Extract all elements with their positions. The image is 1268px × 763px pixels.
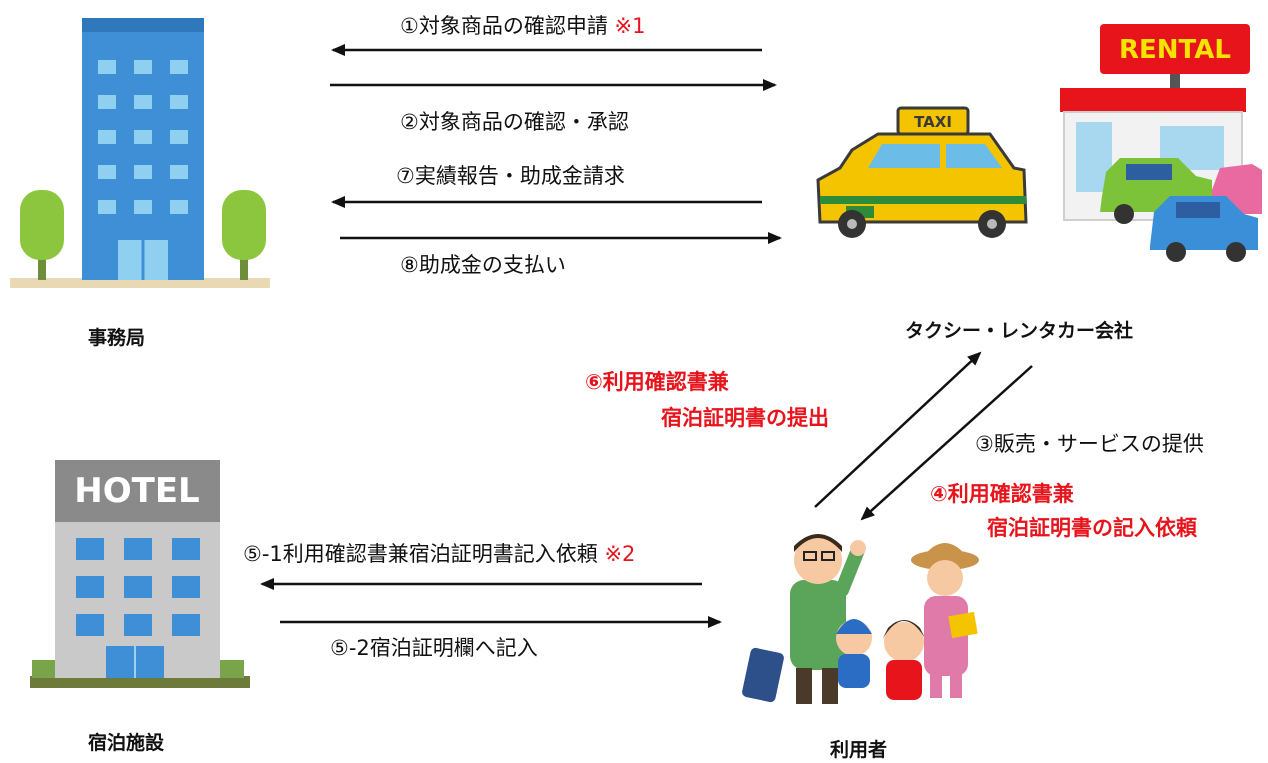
flow-1-note: ※1 [614, 14, 646, 38]
flow-5-2-label: ⑤-2宿泊証明欄へ記入 [330, 636, 538, 660]
flow-4-line1: ④利用確認書兼 [930, 482, 1074, 506]
flow-6-line1: ⑥利用確認書兼 [585, 370, 729, 394]
flow-3-label: ③販売・サービスの提供 [975, 432, 1204, 456]
flow-7-label: ⑦実績報告・助成金請求 [396, 164, 625, 188]
office-building-illustration [10, 18, 270, 288]
arrow-3-to-user [860, 365, 1033, 521]
user-caption: 利用者 [830, 739, 888, 761]
flow-1-label: ①対象商品の確認申請 ※1 [400, 14, 645, 39]
flow-1-text: ①対象商品の確認申請 [400, 14, 608, 38]
taxi-illustration [816, 106, 1028, 238]
flow-8-label: ⑧助成金の支払い [400, 253, 566, 277]
flow-4-line2: 宿泊証明書の記入依頼 [987, 516, 1197, 540]
hotel-illustration [30, 460, 250, 688]
hotel-caption: 宿泊施設 [88, 732, 165, 754]
rental-sign-text: RENTAL [1119, 35, 1231, 65]
company-caption: タクシー・レンタカー会社 [905, 320, 1134, 342]
arrow-6-to-company [814, 351, 982, 508]
office-caption: 事務局 [88, 327, 146, 349]
flow-5-1-note: ※2 [604, 542, 636, 566]
flow-5-1-label: ⑤-1利用確認書兼宿泊証明書記入依頼 ※2 [243, 542, 635, 567]
users-family-illustration [742, 534, 979, 704]
hotel-sign-text: HOTEL [74, 471, 199, 511]
taxi-sign-text: TAXI [914, 113, 952, 131]
rental-store-illustration [1060, 24, 1262, 262]
flow-5-1-text: ⑤-1利用確認書兼宿泊証明書記入依頼 [243, 542, 598, 566]
flow-2-label: ②対象商品の確認・承認 [400, 110, 629, 134]
flow-6-line2: 宿泊証明書の提出 [661, 406, 829, 430]
